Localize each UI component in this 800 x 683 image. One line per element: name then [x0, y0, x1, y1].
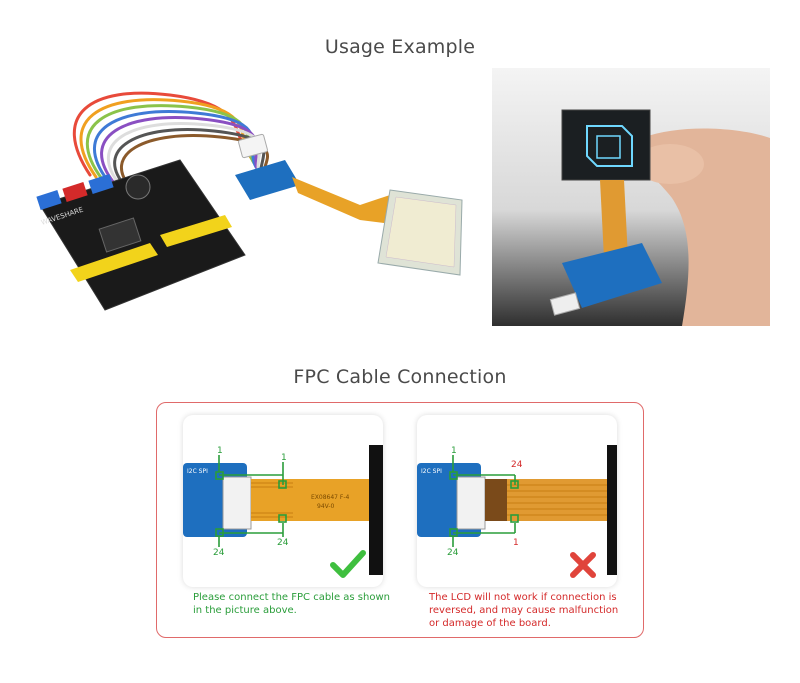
- wrong-connection-card: I2C SPI: [417, 415, 617, 587]
- wrong-pin-top-left: 1: [451, 446, 457, 456]
- fpc-connection-title: FPC Cable Connection: [293, 366, 507, 388]
- cross-icon: [570, 552, 596, 578]
- usage-photo-board: WAVESHARE: [30, 75, 490, 335]
- adapter-silk-text: I2C SPI: [187, 468, 208, 475]
- correct-pin-bottom-left: 24: [213, 548, 225, 558]
- fpc-marking-text: EX08647 F-4: [311, 494, 350, 501]
- check-icon: [330, 550, 366, 578]
- wrong-caption: The LCD will not work if connection is r…: [429, 592, 619, 629]
- wrong-pin-top-right: 24: [511, 460, 523, 470]
- adapter-silk-text-wrong: I2C SPI: [421, 468, 442, 475]
- usage-photo-hand: [492, 68, 770, 326]
- correct-pin-top-left: 1: [217, 446, 223, 456]
- fpc-connection-panel: I2C SPI EX08647 F-4 94V-0: [156, 402, 644, 638]
- wrong-pin-bottom-left: 24: [447, 548, 459, 558]
- usage-example-title: Usage Example: [324, 36, 476, 58]
- correct-caption: Please connect the FPC cable as shown in…: [193, 592, 390, 616]
- correct-pin-bottom-right: 24: [277, 538, 289, 548]
- correct-pin-top-right: 1: [281, 453, 287, 463]
- correct-connection-card: I2C SPI EX08647 F-4 94V-0: [183, 415, 383, 587]
- wrong-pin-bottom-right: 1: [513, 538, 519, 548]
- fpc-marking-text-2: 94V-0: [317, 503, 335, 510]
